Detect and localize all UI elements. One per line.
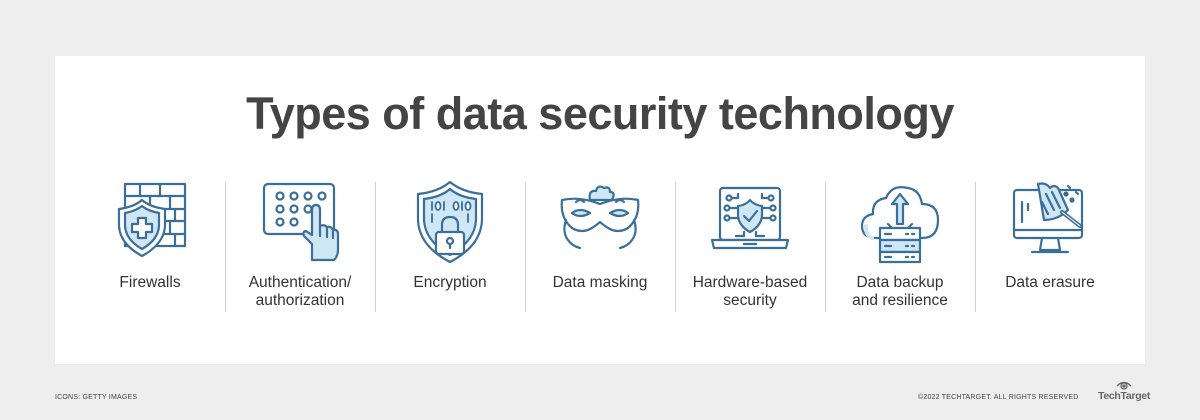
list-item-firewalls: Firewalls: [75, 180, 225, 314]
list-item-hardware-security: Hardware-based security: [675, 180, 825, 314]
item-label: Firewalls: [119, 274, 181, 291]
list-item-data-backup: Data backup and resilience: [825, 180, 975, 314]
item-label: Encryption: [413, 274, 487, 291]
mask-icon: [558, 180, 642, 264]
eye-icon: [1116, 378, 1132, 390]
item-label: Hardware-based security: [692, 274, 808, 309]
icon-credit: ICONS: GETTY IMAGES: [55, 394, 138, 401]
cloud-backup-server-icon: [858, 180, 942, 264]
list-item-authentication: Authentication/ authorization: [225, 180, 375, 314]
secure-laptop-circuit-icon: [708, 180, 792, 264]
techtarget-logo: TechTarget: [1098, 378, 1151, 404]
encrypted-shield-lock-icon: [408, 180, 492, 264]
item-label: Authentication/ authorization: [248, 274, 352, 309]
monitor-eraser-icon: [1008, 180, 1092, 264]
list-item-encryption: Encryption: [375, 180, 525, 314]
item-label: Data erasure: [1005, 274, 1095, 291]
copyright-notice: ©2022 TECHTARGET. ALL RIGHTS RESERVED: [918, 394, 1079, 401]
page-title: Types of data security technology: [246, 88, 954, 139]
technology-list: Firewalls Authentication/ authorization: [75, 180, 1125, 314]
keypad-touch-icon: [258, 180, 342, 264]
item-label: Data masking: [552, 274, 648, 291]
list-item-data-masking: Data masking: [525, 180, 675, 314]
item-label: Data backup and resilience: [852, 274, 948, 309]
firewall-shield-icon: [108, 180, 192, 264]
brand-name: TechTarget: [1098, 390, 1151, 402]
list-item-data-erasure: Data erasure: [975, 180, 1125, 314]
